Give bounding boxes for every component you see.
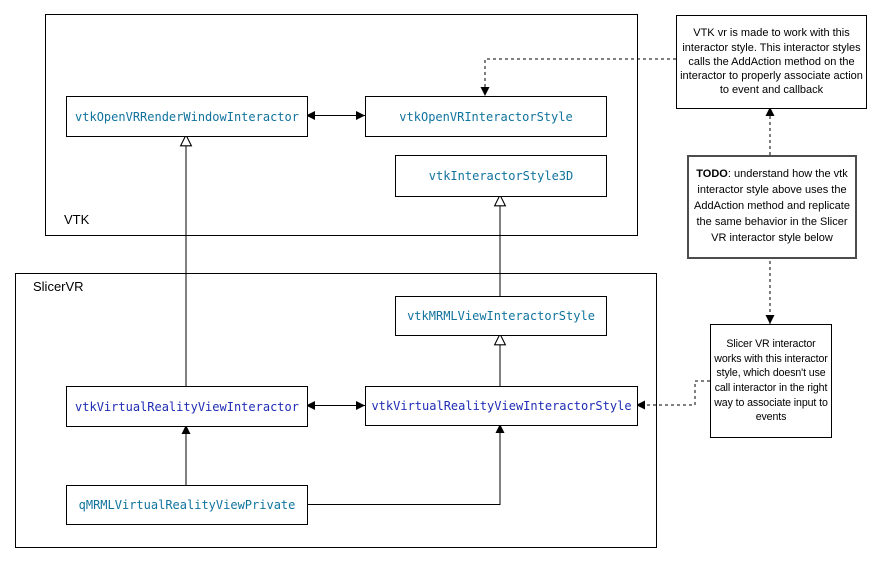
- node-qmrmlvirtualrealityviewprivate[interactable]: qMRMLVirtualRealityViewPrivate: [66, 485, 308, 525]
- note-text: VTK vr is made to work with this interac…: [680, 27, 863, 97]
- node-label: vtkOpenVRInteractorStyle: [399, 109, 573, 124]
- note-vtk-vr[interactable]: VTK vr is made to work with this interac…: [676, 15, 867, 109]
- node-label: vtkMRMLViewInteractorStyle: [407, 309, 595, 323]
- note-todo-rest: : understand how the vtk interactor styl…: [694, 168, 850, 244]
- group-vtk[interactable]: VTK: [45, 14, 638, 236]
- group-vtk-label: VTK: [64, 212, 90, 227]
- note-todo[interactable]: TODO: understand how the vtk interactor …: [687, 155, 857, 259]
- node-vtkmrmlviewinteractorstyle[interactable]: vtkMRMLViewInteractorStyle: [395, 296, 607, 336]
- note-text: TODO: understand how the vtk interactor …: [689, 165, 855, 249]
- node-vtkopenvrrenderwindowinteractor[interactable]: vtkOpenVRRenderWindowInteractor: [66, 96, 308, 137]
- node-vtkopenvrinteractorstyle[interactable]: vtkOpenVRInteractorStyle: [365, 96, 607, 137]
- node-label: qMRMLVirtualRealityViewPrivate: [78, 498, 296, 512]
- note-text: Slicer VR interactor works with this int…: [714, 338, 828, 424]
- node-label: vtkOpenVRRenderWindowInteractor: [75, 109, 299, 124]
- note-todo-bold: TODO: [696, 168, 728, 181]
- group-slicervr[interactable]: SlicerVR: [15, 273, 657, 548]
- edge-qmrmlprivate-to-vrviewstyle[interactable]: [306, 424, 505, 505]
- edge-note-vtkvr-to-openvrstyle[interactable]: [480, 58, 676, 96]
- note-slicer-vr[interactable]: Slicer VR interactor works with this int…: [710, 324, 832, 438]
- node-vtkvirtualrealityviewinteractorstyle[interactable]: vtkVirtualRealityViewInteractorStyle: [365, 386, 638, 426]
- node-label: vtkVirtualRealityViewInteractorStyle: [371, 399, 632, 413]
- edge-note-slicervr-to-vrviewstyle[interactable]: [636, 380, 710, 410]
- group-slicervr-label: SlicerVR: [33, 279, 84, 294]
- node-vtkinteractorstyle3d[interactable]: vtkInteractorStyle3D: [395, 155, 607, 197]
- node-label: vtkInteractorStyle3D: [428, 169, 574, 183]
- node-vtkvirtualrealityviewinteractor[interactable]: vtkVirtualRealityViewInteractor: [66, 386, 308, 427]
- node-label: vtkVirtualRealityViewInteractor: [75, 399, 299, 414]
